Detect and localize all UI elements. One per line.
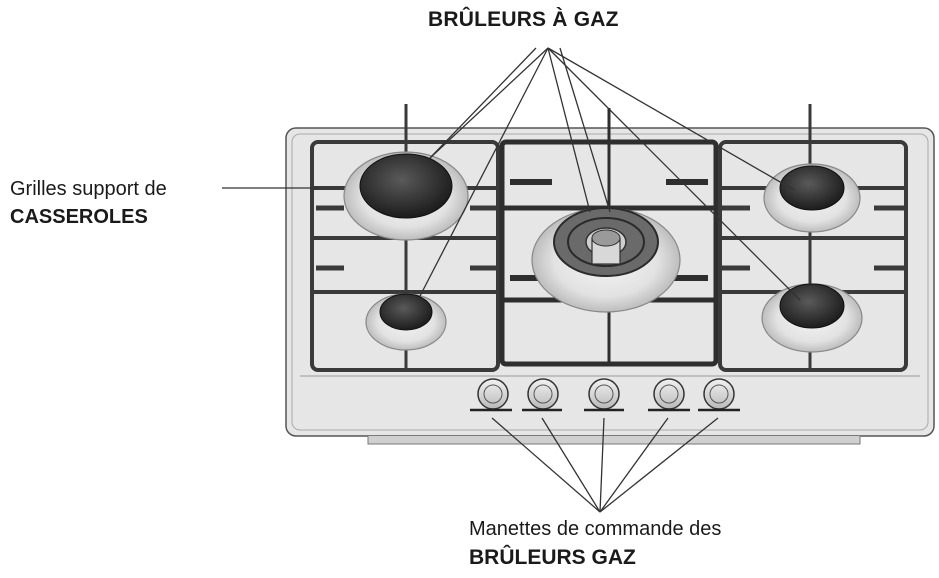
grilles-label-line1: Grilles support de <box>10 178 167 200</box>
leader-lines-knobs <box>491 417 719 513</box>
burner-rear-right <box>761 283 863 353</box>
leader-lines-burners <box>419 47 801 301</box>
knobs-label-line2: BRÛLEURS GAZ <box>469 546 636 569</box>
knobs-label-line1: Manettes de commande des <box>469 518 722 540</box>
control-knob-1 <box>470 378 512 412</box>
control-knob-5 <box>698 378 740 412</box>
control-knob-3 <box>584 378 624 412</box>
burner-front-left-large <box>343 151 469 241</box>
control-knob-4 <box>648 378 690 412</box>
control-knob-2 <box>522 378 562 412</box>
grilles-label-line2: CASSEROLES <box>10 206 148 228</box>
burner-center-wok <box>531 207 681 313</box>
burners-label: BRÛLEURS À GAZ <box>428 8 619 31</box>
burner-front-right <box>763 163 861 233</box>
burner-rear-left-small <box>365 293 447 351</box>
